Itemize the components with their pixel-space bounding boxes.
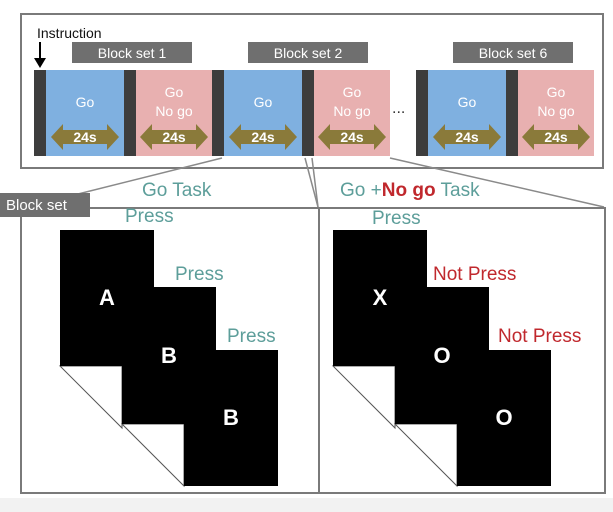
separator-bar — [506, 70, 518, 156]
down-arrow-icon — [34, 42, 46, 68]
response-label: Press — [372, 208, 421, 229]
separator-bar — [302, 70, 314, 156]
double-arrow-icon — [51, 124, 119, 150]
response-label: Press — [125, 206, 174, 227]
nogo-block-label-1: Go — [342, 84, 362, 100]
duration-label: 24s — [251, 129, 275, 145]
ellipsis: ... — [392, 100, 406, 117]
duration-label: 24s — [340, 129, 364, 145]
stimulus-card: B — [184, 350, 278, 486]
response-label: Press — [175, 264, 224, 285]
go-block-label: Go — [75, 94, 95, 110]
nogo-block-label-1: Go — [546, 84, 566, 100]
double-arrow-icon — [229, 124, 297, 150]
go-block-label: Go — [253, 94, 273, 110]
duration-arrow: 24s — [318, 124, 386, 150]
duration-label: 24s — [455, 129, 479, 145]
nogo-block-label-1: Go — [164, 84, 184, 100]
block-set-1-label: Block set 1 — [72, 42, 192, 63]
double-arrow-icon — [433, 124, 501, 150]
duration-label: 24s — [544, 129, 568, 145]
separator-bar — [124, 70, 136, 156]
nogo-block-label-2: No go — [333, 103, 371, 119]
instruction-label: Instruction — [37, 25, 102, 41]
nogo-task-title: Go +No go Task — [340, 180, 480, 202]
response-label: Not Press — [498, 326, 582, 347]
separator-bar — [212, 70, 224, 156]
duration-label: 24s — [162, 129, 186, 145]
stimulus-card: O — [457, 350, 551, 486]
separator-bar — [416, 70, 428, 156]
double-arrow-icon — [522, 124, 590, 150]
nogo-title-prefix: Go + — [340, 180, 382, 201]
bottom-strip — [0, 498, 613, 512]
nogo-block-label-2: No go — [155, 103, 193, 119]
go-block-label: Go — [457, 94, 477, 110]
duration-arrow: 24s — [433, 124, 501, 150]
duration-arrow: 24s — [140, 124, 208, 150]
block-set-2-label: Block set 2 — [248, 42, 368, 63]
nogo-block-label-2: No go — [537, 103, 575, 119]
block-set-tag: Block set — [0, 193, 90, 217]
response-label: Press — [227, 326, 276, 347]
double-arrow-icon — [318, 124, 386, 150]
block-set-6-label: Block set 6 — [453, 42, 573, 63]
response-label: Not Press — [433, 264, 517, 285]
duration-arrow: 24s — [51, 124, 119, 150]
nogo-title-suffix: Task — [435, 180, 480, 201]
duration-arrow: 24s — [229, 124, 297, 150]
duration-label: 24s — [73, 129, 97, 145]
duration-arrow: 24s — [522, 124, 590, 150]
separator-bar — [34, 70, 46, 156]
nogo-title-red: No go — [381, 180, 436, 201]
double-arrow-icon — [140, 124, 208, 150]
go-task-title: Go Task — [142, 180, 212, 201]
